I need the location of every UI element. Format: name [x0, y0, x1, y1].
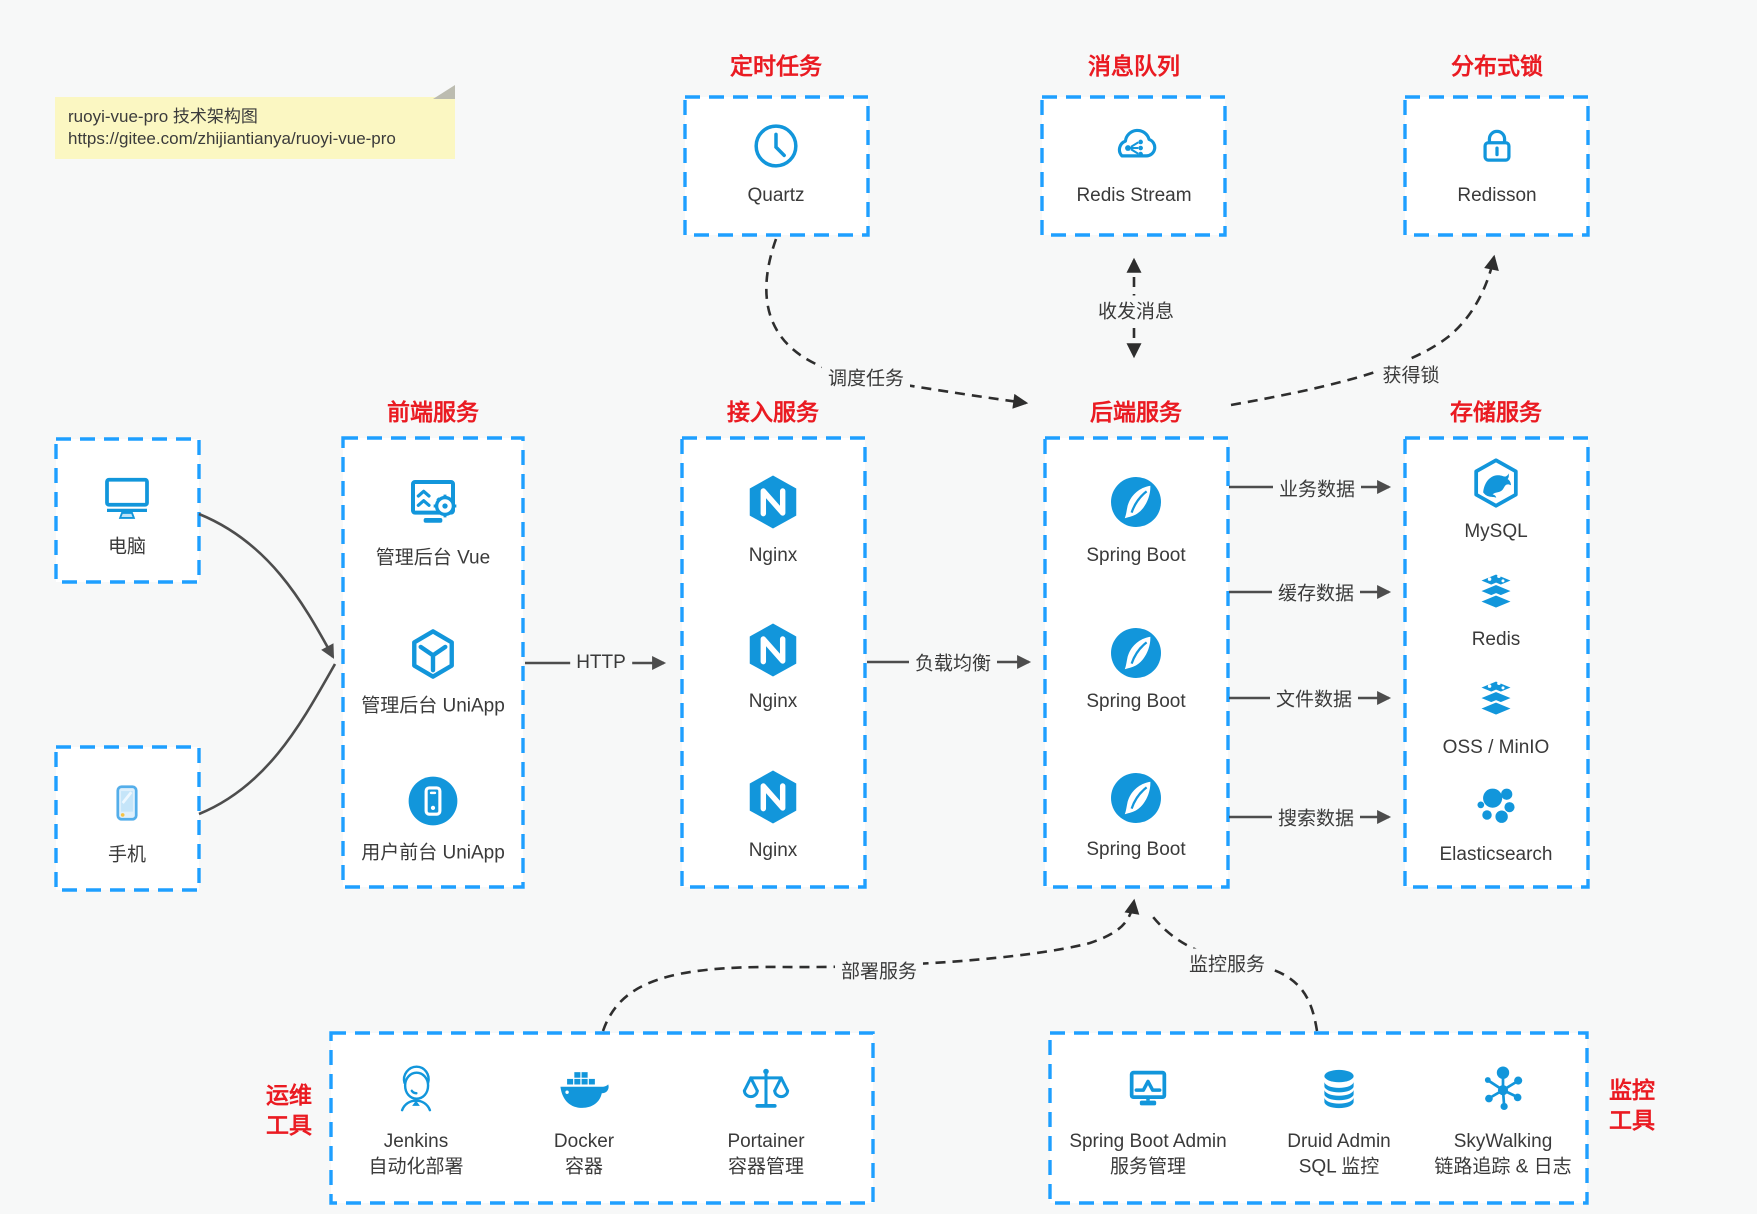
elasticsearch-label: Elasticsearch	[1439, 844, 1553, 865]
cache-data-edge-label: 缓存数据	[1271, 577, 1361, 607]
admin-vue-icon	[401, 470, 465, 534]
druid-admin-icon	[1312, 1062, 1366, 1116]
pc-to-frontend-arrow	[198, 512, 335, 659]
skywalking-icon	[1476, 1062, 1530, 1116]
spring-boot-icon	[1106, 768, 1166, 828]
jenkins-icon	[387, 1060, 445, 1118]
jenkins-desc: 自动化部署	[368, 1156, 464, 1178]
section-title-frontend: 前端服务	[387, 399, 479, 425]
spring-boot-icon	[1106, 623, 1166, 683]
redisson-label: Redisson	[1457, 185, 1537, 206]
user-uniapp-label: 用户前台 UniApp	[361, 842, 505, 864]
sticky-note: ruoyi-vue-pro 技术架构图 https://gitee.com/zh…	[55, 97, 455, 159]
uniapp-cube-icon	[402, 623, 464, 685]
nginx-icon	[742, 619, 804, 681]
redis-icon	[1468, 564, 1524, 620]
section-title-distributed-lock: 分布式锁	[1451, 53, 1543, 79]
phone-icon	[101, 777, 153, 829]
portainer-icon	[738, 1061, 794, 1117]
portainer-label: Portainer	[727, 1131, 805, 1152]
nginx-label: Nginx	[748, 840, 798, 861]
elasticsearch-icon	[1469, 779, 1523, 833]
jenkins-label: Jenkins	[383, 1131, 449, 1152]
lock-edge-label: 获得锁	[1376, 359, 1446, 389]
admin-vue-label: 管理后台 Vue	[375, 547, 491, 569]
section-title-storage: 存储服务	[1450, 399, 1542, 425]
section-title-backend: 后端服务	[1090, 399, 1182, 425]
redis-label: Redis	[1471, 629, 1521, 650]
search-data-edge-label: 搜索数据	[1271, 802, 1361, 832]
lock-icon	[1471, 120, 1523, 172]
portainer-desc: 容器管理	[727, 1156, 805, 1178]
desktop-icon	[97, 466, 157, 526]
section-title-monitor-tools: 监控 工具	[1609, 1077, 1655, 1133]
docker-label: Docker	[553, 1131, 615, 1152]
mobile-label: 手机	[107, 844, 147, 866]
section-title-gateway: 接入服务	[727, 399, 819, 425]
spring-boot-label: Spring Boot	[1086, 691, 1186, 712]
docker-desc: 容器	[564, 1156, 604, 1178]
docker-icon	[555, 1062, 613, 1120]
mobile-to-frontend-arrow	[198, 663, 337, 816]
deploy-edge-label: 部署服务	[834, 955, 924, 985]
mysql-icon	[1468, 455, 1524, 511]
pc-label: 电脑	[107, 536, 147, 558]
file-data-edge-label: 文件数据	[1269, 683, 1359, 713]
cloud-stream-icon	[1105, 116, 1163, 174]
nginx-label: Nginx	[748, 691, 798, 712]
note-url: https://gitee.com/zhijiantianya/ruoyi-vu…	[68, 129, 396, 148]
oss-minio-label: OSS / MinIO	[1442, 737, 1550, 758]
spring-boot-admin-label: Spring Boot Admin	[1069, 1131, 1227, 1152]
nginx-icon	[742, 471, 804, 533]
spring-boot-icon	[1106, 472, 1166, 532]
schedule-edge-label: 调度任务	[821, 362, 911, 392]
clock-icon	[748, 118, 804, 174]
quartz-label: Quartz	[747, 185, 805, 206]
spring-boot-admin-icon	[1120, 1061, 1176, 1117]
section-title-scheduled-task: 定时任务	[730, 53, 822, 79]
nginx-label: Nginx	[748, 545, 798, 566]
admin-uniapp-label: 管理后台 UniApp	[361, 695, 505, 717]
spring-boot-admin-desc: 服务管理	[1109, 1156, 1187, 1178]
skywalking-label: SkyWalking	[1453, 1131, 1553, 1152]
druid-admin-desc: SQL 监控	[1298, 1156, 1380, 1178]
nginx-icon	[742, 766, 804, 828]
business-data-edge-label: 业务数据	[1272, 473, 1362, 503]
skywalking-desc: 链路追踪 & 日志	[1434, 1156, 1572, 1178]
section-title-message-queue: 消息队列	[1088, 53, 1180, 79]
mysql-label: MySQL	[1464, 521, 1528, 542]
redis-stream-label: Redis Stream	[1076, 185, 1192, 206]
lock-arrow	[1230, 254, 1499, 407]
note-fold-corner	[433, 85, 455, 99]
oss-minio-icon	[1468, 671, 1524, 727]
load-balance-edge-label: 负载均衡	[908, 647, 998, 677]
http-edge-label: HTTP	[570, 651, 632, 675]
druid-admin-label: Druid Admin	[1287, 1131, 1391, 1152]
spring-boot-label: Spring Boot	[1086, 839, 1186, 860]
section-title-ops-tools: 运维 工具	[266, 1082, 312, 1138]
user-app-icon	[403, 771, 463, 831]
monitor-edge-label: 监控服务	[1182, 948, 1272, 978]
spring-boot-label: Spring Boot	[1086, 545, 1186, 566]
message-edge-label: 收发消息	[1091, 295, 1181, 325]
note-title: ruoyi-vue-pro 技术架构图	[68, 107, 258, 126]
